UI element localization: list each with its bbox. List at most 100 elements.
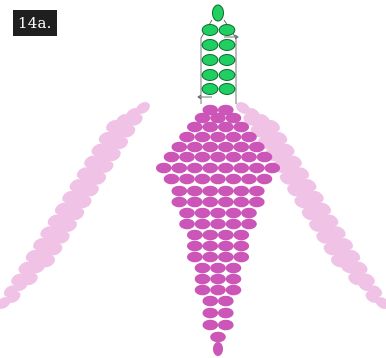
body-bead (210, 219, 226, 230)
body-bead (179, 132, 195, 143)
body-bead (195, 263, 211, 274)
body-bead (187, 241, 203, 252)
body-bead (218, 252, 234, 263)
body-bead (195, 208, 211, 219)
body-bead (179, 152, 195, 163)
body-bead (249, 142, 265, 153)
body-bead (234, 163, 250, 174)
body-bead (195, 285, 211, 296)
body-bead (172, 197, 188, 208)
head-top-bead (213, 5, 224, 21)
body-bead (187, 186, 203, 197)
body-bead (241, 132, 257, 143)
body-bead (210, 174, 226, 185)
body-bead (203, 186, 219, 197)
body-bead (234, 122, 250, 133)
body-bead (210, 274, 226, 285)
body-bead (195, 219, 211, 230)
body-bead (172, 163, 188, 174)
body-bead (218, 241, 234, 252)
body-bead (234, 197, 250, 208)
body-bead (226, 208, 242, 219)
body-bead (203, 122, 219, 133)
body-bead (218, 308, 234, 319)
body-bead (234, 252, 250, 263)
body-bead (226, 174, 242, 185)
body-bead (195, 274, 211, 285)
body-bead (203, 163, 219, 174)
body-bead (218, 320, 234, 331)
body-bead (234, 241, 250, 252)
body-bead (234, 186, 250, 197)
body-bead (213, 342, 223, 356)
body-bead (234, 142, 250, 153)
head-bead (202, 84, 218, 95)
body-bead (218, 122, 234, 133)
body-bead (210, 132, 226, 143)
body-bead (226, 263, 242, 274)
head-bead (202, 40, 218, 51)
body-bead (226, 132, 242, 143)
head-bead (202, 25, 218, 36)
body-bead (203, 252, 219, 263)
body-bead (234, 230, 250, 241)
body-bead (210, 208, 226, 219)
head-bead (219, 55, 235, 66)
body-bead (203, 197, 219, 208)
body-bead (265, 163, 281, 174)
body-bead (210, 152, 226, 163)
body-bead (218, 296, 234, 307)
body-bead (172, 142, 188, 153)
body-bead (203, 296, 219, 307)
body-bead (241, 219, 257, 230)
body-bead (187, 122, 203, 133)
body-bead (218, 197, 234, 208)
green-bead-head (202, 5, 235, 95)
body-bead (187, 163, 203, 174)
body-bead (218, 186, 234, 197)
head-bead (219, 25, 235, 36)
body-bead (164, 152, 180, 163)
head-bead (219, 40, 235, 51)
body-bead (226, 219, 242, 230)
body-bead (226, 285, 242, 296)
body-bead (179, 219, 195, 230)
body-bead (164, 174, 180, 185)
body-bead (187, 197, 203, 208)
body-bead (156, 163, 172, 174)
body-bead (226, 274, 242, 285)
body-bead (218, 142, 234, 153)
head-bead (202, 55, 218, 66)
body-bead (195, 152, 211, 163)
body-bead (203, 308, 219, 319)
body-bead (241, 208, 257, 219)
body-bead (179, 208, 195, 219)
body-bead (172, 186, 188, 197)
head-bead (219, 70, 235, 81)
body-bead (203, 241, 219, 252)
body-bead (187, 230, 203, 241)
body-bead (210, 285, 226, 296)
body-bead (210, 263, 226, 274)
body-bead (210, 332, 226, 343)
body-bead (249, 197, 265, 208)
body-bead (195, 174, 211, 185)
body-bead (241, 152, 257, 163)
head-bead (202, 70, 218, 81)
body-bead (203, 142, 219, 153)
body-bead (195, 113, 211, 124)
body-bead (203, 320, 219, 331)
body-bead (179, 174, 195, 185)
body-bead (257, 152, 273, 163)
head-bead (219, 84, 235, 95)
body-bead (187, 252, 203, 263)
body-bead (195, 132, 211, 143)
body-bead (226, 152, 242, 163)
body-bead (226, 113, 242, 124)
body-bead (249, 163, 265, 174)
body-bead (210, 113, 226, 124)
body-bead (249, 186, 265, 197)
body-bead (241, 174, 257, 185)
body-bead (187, 142, 203, 153)
